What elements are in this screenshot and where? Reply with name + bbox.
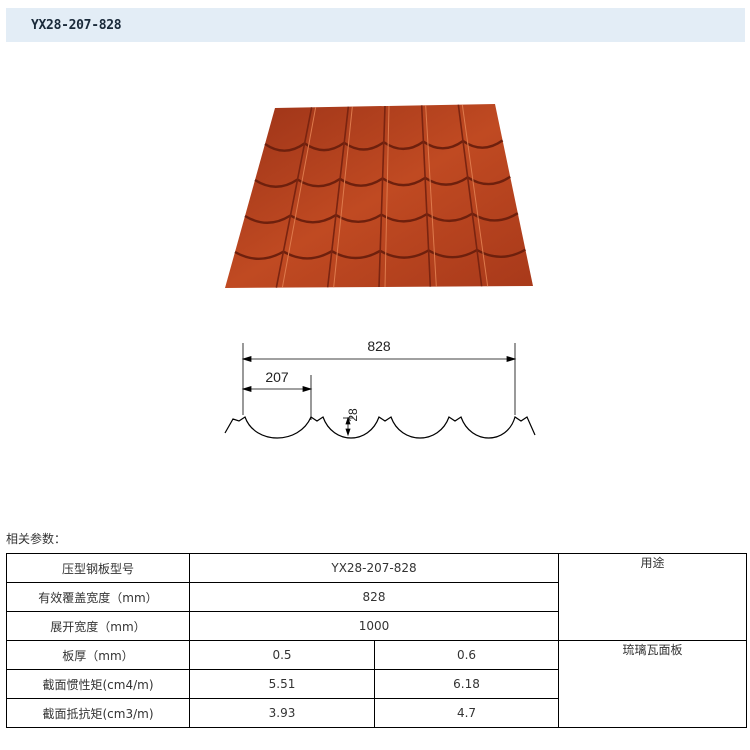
tile-rib [275, 107, 313, 288]
profile-line [224, 416, 536, 439]
product-title: YX28-207-828 [31, 17, 122, 33]
tile-rib [457, 104, 483, 287]
usage-value: 琉璃瓦面板 [558, 640, 748, 728]
unfold-width-value: 1000 [188, 611, 560, 641]
tile-highlight [281, 107, 317, 288]
unfold-width-label: 展开宽度（mm） [6, 611, 190, 641]
model-label: 压型钢板型号 [6, 553, 190, 583]
tile-rib [378, 105, 386, 288]
spec-table: 压型钢板型号 YX28-207-828 用途 有效覆盖宽度（mm） 828 展开… [6, 553, 748, 728]
title-bar: YX28-207-828 [6, 8, 745, 42]
modulus-value-1: 3.93 [189, 698, 375, 728]
tile-rib [326, 106, 350, 288]
overall-width-label: 828 [367, 338, 391, 354]
tile-highlight [333, 106, 353, 288]
height-label: 28 [346, 408, 360, 422]
tile-highlight [461, 104, 489, 287]
tile-highlight [425, 105, 437, 287]
inertia-label: 截面惯性矩(cm4/m) [6, 669, 190, 699]
thickness-value-1: 0.5 [189, 640, 375, 670]
thickness-label: 板厚（mm） [6, 640, 190, 670]
pitch-label: 207 [265, 369, 289, 385]
table-row: 压型钢板型号 YX28-207-828 用途 [6, 553, 748, 641]
tile-rib [420, 105, 432, 287]
roof-tile-image [225, 104, 533, 288]
table-row: 有效覆盖宽度（mm） 828 [6, 582, 747, 612]
cover-width-label: 有效覆盖宽度（mm） [6, 582, 190, 612]
inertia-value-2: 6.18 [373, 669, 560, 699]
cover-width-value: 828 [188, 582, 560, 612]
usage-label: 用途 [558, 553, 748, 641]
params-label: 相关参数： [6, 532, 67, 546]
profile-diagram: 828 207 28 [224, 338, 536, 439]
thickness-value-2: 0.6 [373, 640, 560, 670]
tile-highlight [384, 105, 390, 288]
inertia-value-1: 5.51 [189, 669, 375, 699]
modulus-value-2: 4.7 [373, 698, 560, 728]
table-row: 截面惯性矩(cm4/m) 5.51 6.18 [6, 669, 747, 699]
table-row: 截面抵抗矩(cm3/m) 3.93 4.7 [6, 698, 747, 728]
modulus-label: 截面抵抗矩(cm3/m) [6, 698, 190, 728]
table-row: 板厚（mm） 0.5 0.6 琉璃瓦面板 [6, 640, 748, 728]
table-row: 展开宽度（mm） 1000 [6, 611, 747, 641]
model-value: YX28-207-828 [188, 553, 560, 583]
